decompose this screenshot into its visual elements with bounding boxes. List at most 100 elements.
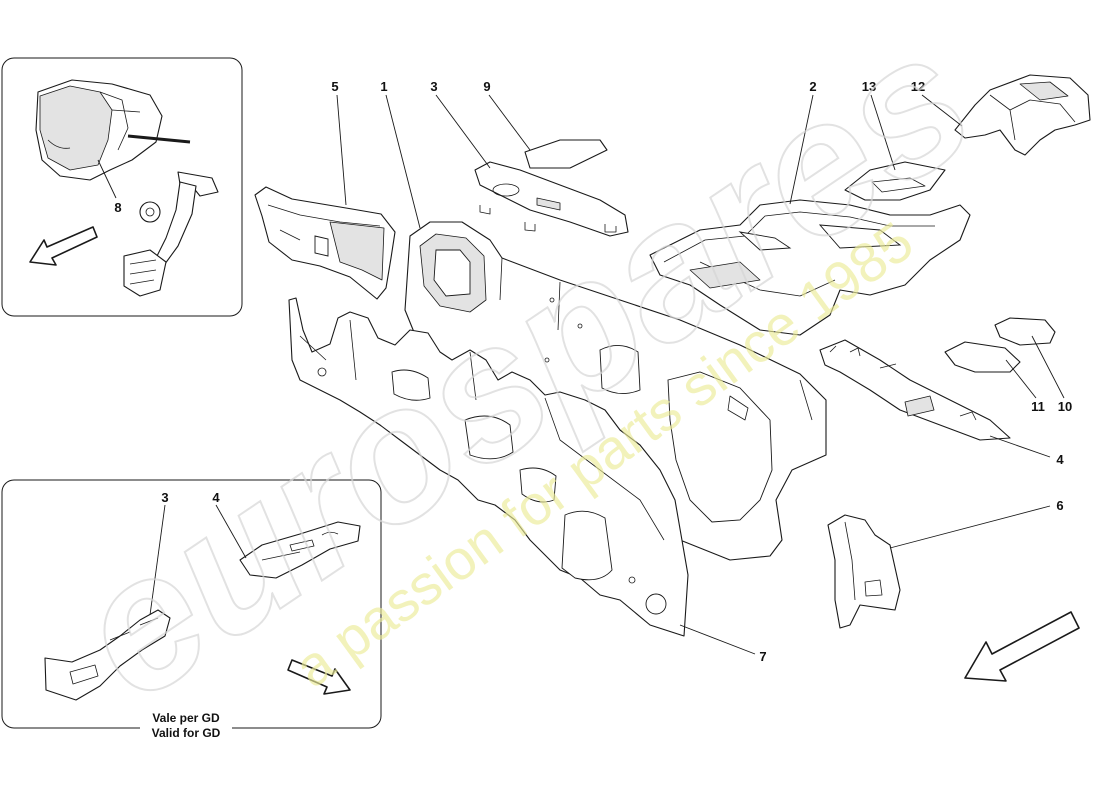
- part-2-floor-insulation: [649, 199, 971, 336]
- part-5-cutout: [314, 235, 329, 257]
- inset-pedal-frame: [1, 57, 243, 317]
- callout-10: 10: [1058, 399, 1072, 414]
- view-direction-arrow-icon: [964, 611, 1080, 682]
- note-background: [140, 708, 232, 740]
- part-4-detail: [829, 345, 977, 421]
- callout-2: 2: [809, 79, 816, 94]
- part-1-hole-b: [544, 357, 550, 363]
- part-6-outline: [827, 514, 901, 629]
- pedal-pivot-inner: [145, 207, 155, 217]
- inset-part-4-shape: [239, 521, 361, 579]
- part-2-shaded-channel: [689, 261, 761, 289]
- pedal-pad: [123, 249, 167, 297]
- part-1-cutout-large: [667, 371, 773, 523]
- part-13-outline: [844, 161, 946, 201]
- part-4-clip: [904, 395, 935, 417]
- part-2-cutout-2: [818, 224, 902, 249]
- part-7-cutout-2: [464, 415, 514, 460]
- callout-3: 3: [430, 79, 437, 94]
- part-12-tunnel-cover: [954, 74, 1091, 156]
- leader-13: [870, 94, 896, 171]
- part-1-hole-c: [577, 323, 583, 329]
- part-6-side-insulation: [827, 514, 901, 629]
- part-7-cutout-3: [391, 369, 431, 401]
- callout-12: 12: [911, 79, 925, 94]
- callout-7: 7: [759, 649, 766, 664]
- leader-inset-4: [215, 504, 247, 559]
- pedal-pad-ribs: [129, 259, 157, 285]
- part-10-pad: [994, 317, 1056, 346]
- part-7-cutout-4: [519, 467, 557, 503]
- callout-labels: 5 1 3 9 2 13 12 11 10 4 6 7: [331, 79, 1072, 664]
- part-1-tower-opening: [433, 249, 471, 297]
- part-12-ridge: [989, 94, 1076, 141]
- part-10-outline: [994, 317, 1056, 346]
- gd-note-line-1: Vale per GD: [152, 711, 220, 725]
- callout-13: 13: [862, 79, 876, 94]
- pedal-box-detail: [47, 91, 141, 151]
- callout-inset-3: 3: [161, 490, 168, 505]
- leader-3: [435, 94, 491, 169]
- leader-2: [789, 94, 814, 205]
- leader-7: [679, 624, 756, 655]
- part-9-outline: [524, 139, 608, 169]
- part-13-pad: [844, 161, 946, 201]
- callout-1: 1: [380, 79, 387, 94]
- part-7-flange: [299, 319, 665, 541]
- part-3-tabs: [479, 205, 617, 233]
- inset-part-3-detail: [69, 617, 159, 685]
- pedal-pivot: [139, 201, 161, 223]
- part-12-outline: [954, 74, 1091, 156]
- part-3-clip: [536, 197, 561, 211]
- callout-8: 8: [114, 200, 121, 215]
- part-8-insulation-pad: [39, 85, 113, 171]
- part-7-round-hole: [645, 593, 667, 615]
- part-9-pad: [524, 139, 608, 169]
- part-4-tunnel-insulation: [819, 339, 1011, 441]
- callout-4: 4: [1056, 452, 1064, 467]
- leader-12: [921, 94, 963, 127]
- part-1-hole-a: [549, 297, 555, 303]
- leader-6: [889, 505, 1051, 549]
- gd-note-line-2: Valid for GD: [152, 726, 221, 740]
- part-12-shaded-face: [1019, 81, 1069, 101]
- part-7-small-hole-b: [628, 576, 636, 584]
- leader-10: [1031, 335, 1065, 399]
- leader-4: [989, 435, 1051, 458]
- part-13-detail: [871, 177, 926, 193]
- part-2-outline: [649, 199, 971, 336]
- inset-part-3-shape: [44, 609, 171, 701]
- callout-11: 11: [1031, 399, 1045, 414]
- part-7-small-hole-a: [317, 367, 327, 377]
- part-2-cutout-1: [738, 231, 792, 251]
- view-direction-arrow-icon: [29, 226, 98, 266]
- callout-inset-4: 4: [212, 490, 220, 505]
- leader-11: [1005, 359, 1037, 399]
- part-1-bulkhead-insulation: [404, 221, 827, 561]
- pedal-pushrod: [127, 134, 191, 144]
- inset-pedal-assembly: 8: [1, 57, 243, 317]
- part-7-firewall-insulation: [288, 297, 689, 637]
- part-3-recess: [492, 183, 520, 197]
- leader-8: [97, 159, 117, 199]
- inset-gd-variant: 3 4 Vale per GD Valid for GD: [1, 479, 382, 740]
- leader-inset-3: [149, 504, 166, 616]
- part-5-shaded-face: [329, 221, 385, 281]
- part-5-fold-line: [267, 204, 381, 241]
- part-1-upper-edge: [499, 257, 813, 421]
- leader-1: [385, 94, 421, 229]
- leader-5: [336, 94, 347, 206]
- callout-6: 6: [1056, 498, 1063, 513]
- leader-9: [488, 94, 531, 151]
- callout-leaders: [336, 94, 1065, 655]
- part-11-pad: [944, 341, 1021, 373]
- pedal-arm: [151, 181, 197, 269]
- callout-5: 5: [331, 79, 338, 94]
- part-6-fold: [844, 521, 883, 601]
- callout-9: 9: [483, 79, 490, 94]
- part-3-tunnel-insulation: [474, 161, 629, 237]
- part-5-heat-shield: [254, 186, 396, 300]
- part-1-cutout-small: [599, 345, 641, 394]
- part-11-outline: [944, 341, 1021, 373]
